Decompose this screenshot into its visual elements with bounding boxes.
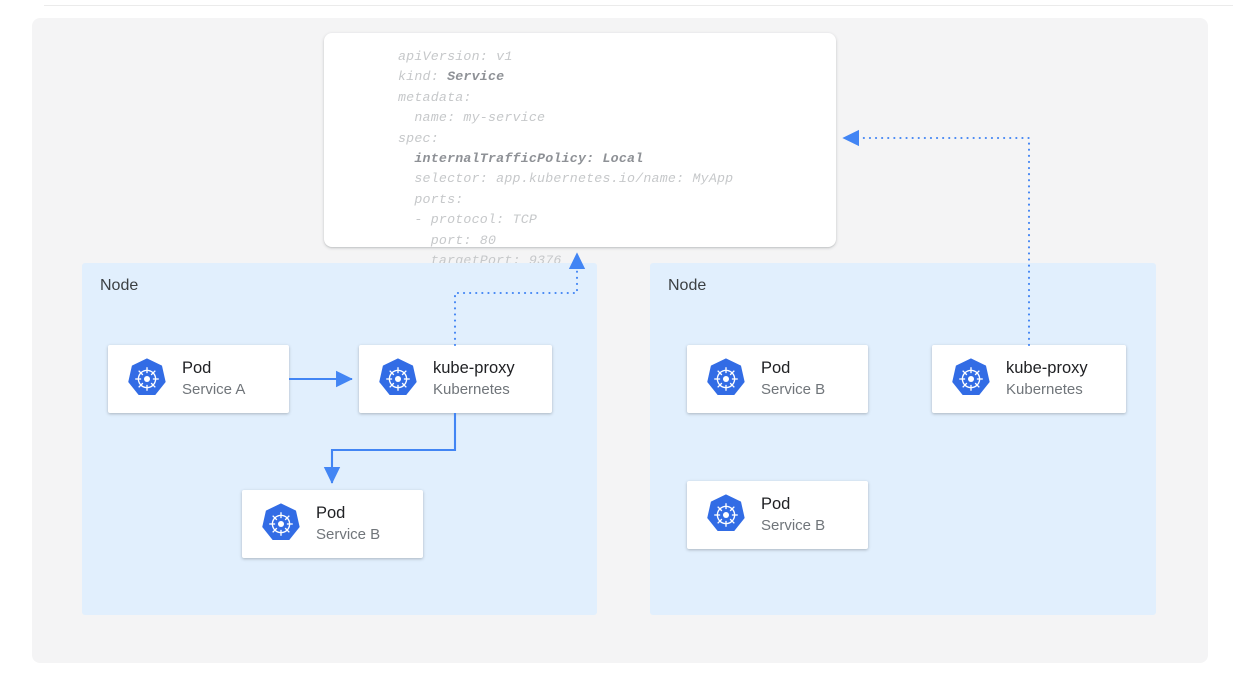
card-title: Pod [316,504,346,522]
card-title: Pod [761,359,791,377]
kubernetes-logo-icon [705,494,747,536]
node-left-label: Node [100,277,139,294]
node-right-label: Node [668,277,707,294]
kubernetes-logo-icon [126,358,168,400]
card-text-block: Pod Service B [761,494,825,536]
service-manifest-code: apiVersion: v1 kind: Service metadata: n… [398,49,734,269]
node-right: Node [650,263,1156,615]
card-subtitle: Kubernetes [433,381,510,398]
card-subtitle: Service B [761,381,826,398]
card-pod-service-b-right-2[interactable]: Pod Service B [687,481,868,549]
kubernetes-logo-icon [705,358,747,400]
card-kube-proxy-right[interactable]: kube-proxy Kubernetes [932,345,1126,413]
card-text-block: Pod Service B [316,503,380,545]
top-divider [44,5,1233,6]
card-subtitle: Service A [182,381,246,398]
card-text-block: kube-proxy Kubernetes [433,358,515,400]
node-left: Node [82,263,597,615]
card-kube-proxy-left[interactable]: kube-proxy Kubernetes [359,345,552,413]
card-text-block: Pod Service B [761,358,825,400]
card-pod-service-b-left[interactable]: Pod Service B [242,490,423,558]
card-text-block: kube-proxy Kubernetes [1006,358,1088,400]
card-title: kube-proxy [433,359,515,377]
card-title: Pod [761,495,791,513]
card-subtitle: Service B [761,517,826,534]
card-title: Pod [182,359,212,377]
card-subtitle: Service B [316,526,381,543]
card-text-block: Pod Service A [182,358,245,400]
card-title: kube-proxy [1006,359,1088,377]
kubernetes-logo-icon [377,358,419,400]
card-pod-service-b-right-1[interactable]: Pod Service B [687,345,868,413]
kubernetes-logo-icon [260,503,302,545]
service-manifest-card: apiVersion: v1 kind: Service metadata: n… [324,33,836,268]
card-pod-service-a[interactable]: Pod Service A [108,345,289,413]
kubernetes-logo-icon [950,358,992,400]
card-subtitle: Kubernetes [1006,381,1083,398]
